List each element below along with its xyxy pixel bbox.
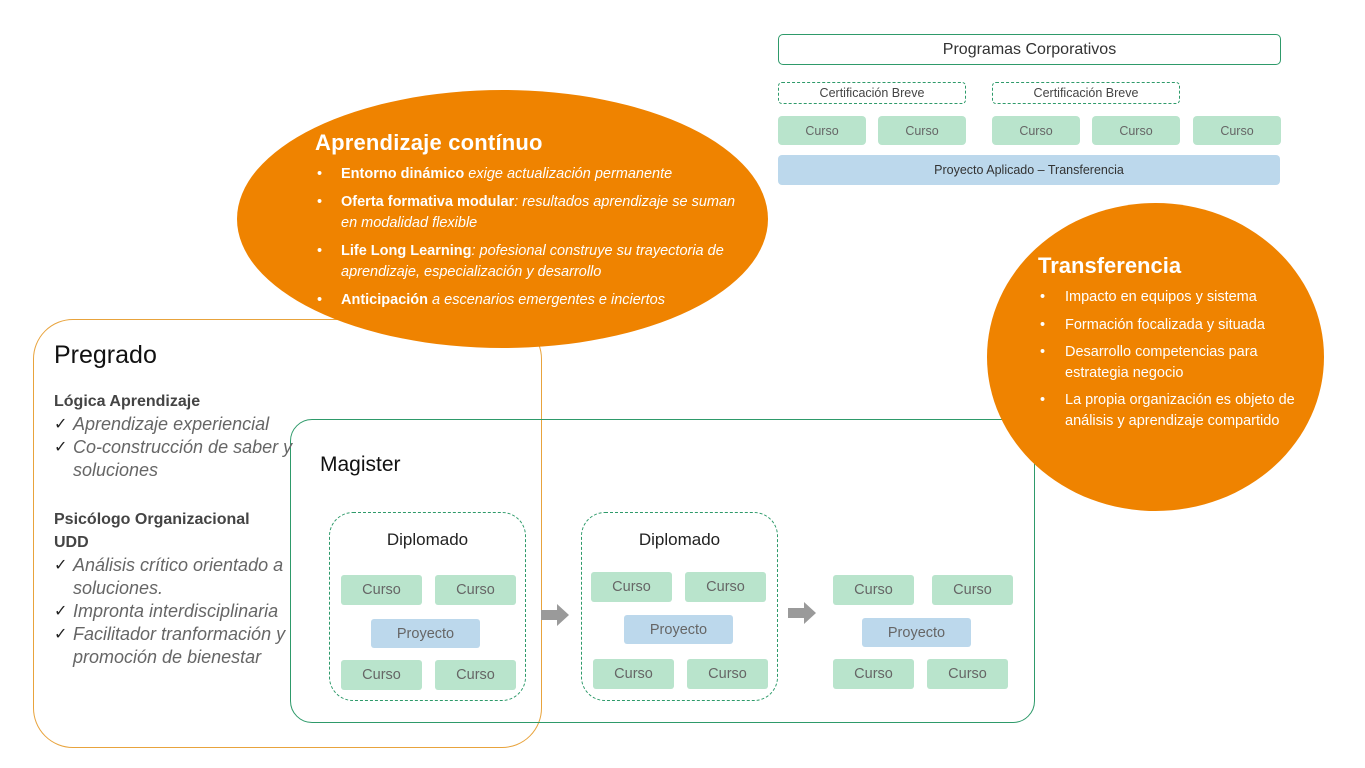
list-item: Anticipación a escenarios emergentes e i… xyxy=(315,290,755,311)
list-item: Formación focalizada y situada xyxy=(1038,315,1298,336)
project-d2: Proyecto xyxy=(624,615,733,644)
course-d2-4: Curso xyxy=(687,659,768,689)
list-item: Impacto en equipos y sistema xyxy=(1038,287,1298,308)
psychologist-list: Análisis crítico orientado a soluciones.… xyxy=(54,554,286,669)
corporate-course-5: Curso xyxy=(1193,116,1281,145)
list-item: Life Long Learning: pofesional construye… xyxy=(315,241,755,283)
pregrado-section-psychologist: Psicólogo Organizacional UDD Análisis cr… xyxy=(54,508,286,669)
diplomado-box-1 xyxy=(329,512,526,701)
diplomado-label-2: Diplomado xyxy=(638,530,721,549)
course-d1-2: Curso xyxy=(435,575,516,605)
corporate-course-4: Curso xyxy=(1092,116,1180,145)
list-item: Análisis crítico orientado a soluciones. xyxy=(54,554,286,600)
corporate-course-1: Curso xyxy=(778,116,866,145)
applied-project-bar: Proyecto Aplicado – Transferencia xyxy=(778,155,1280,185)
course-d1-3: Curso xyxy=(341,660,422,690)
learning-logic-list: Aprendizaje experiencial Co-construcción… xyxy=(54,413,294,482)
course-d1-1: Curso xyxy=(341,575,422,605)
list-item: Facilitador tranformación y promoción de… xyxy=(54,623,286,669)
arrow-right-icon xyxy=(788,602,816,624)
course-b3-4: Curso xyxy=(927,659,1008,689)
pregrado-section-learning: Lógica Aprendizaje Aprendizaje experienc… xyxy=(54,390,294,482)
transfer-title: Transferencia xyxy=(1038,253,1182,278)
course-b3-2: Curso xyxy=(932,575,1013,605)
magister-title: Magister xyxy=(320,453,401,476)
list-item: Oferta formativa modular: resultados apr… xyxy=(315,192,755,234)
continuous-learning-title: Aprendizaje contínuo xyxy=(315,130,543,155)
diplomado-label-1: Diplomado xyxy=(386,530,469,549)
corporate-programs-title: Programas Corporativos xyxy=(778,34,1281,65)
course-b3-3: Curso xyxy=(833,659,914,689)
pregrado-title: Pregrado xyxy=(54,341,157,369)
list-item: Impronta interdisciplinaria xyxy=(54,600,286,623)
list-item: Co-construcción de saber y soluciones xyxy=(54,436,294,482)
certification-brief-1: Certificación Breve xyxy=(778,82,966,104)
psychologist-heading: Psicólogo Organizacional UDD xyxy=(54,511,250,551)
list-item: La propia organización es objeto de anál… xyxy=(1038,390,1298,431)
course-d1-4: Curso xyxy=(435,660,516,690)
transfer-content: Transferencia Impacto en equipos y siste… xyxy=(1038,253,1298,438)
list-item: Aprendizaje experiencial xyxy=(54,413,294,436)
corporate-course-2: Curso xyxy=(878,116,966,145)
project-d1: Proyecto xyxy=(371,619,480,648)
continuous-learning-content: Aprendizaje contínuo Entorno dinámico ex… xyxy=(315,130,755,318)
learning-logic-heading: Lógica Aprendizaje xyxy=(54,393,201,410)
magister-container xyxy=(290,419,1035,723)
project-b3: Proyecto xyxy=(862,618,971,647)
certification-brief-2: Certificación Breve xyxy=(992,82,1180,104)
corporate-course-3: Curso xyxy=(992,116,1080,145)
continuous-learning-list: Entorno dinámico exige actualización per… xyxy=(315,164,755,311)
pregrado-container xyxy=(33,319,542,748)
course-d2-2: Curso xyxy=(685,572,766,602)
course-b3-1: Curso xyxy=(833,575,914,605)
arrow-right-icon xyxy=(541,604,569,626)
course-d2-1: Curso xyxy=(591,572,672,602)
list-item: Entorno dinámico exige actualización per… xyxy=(315,164,755,185)
diplomado-box-2 xyxy=(581,512,778,701)
list-item: Desarrollo competencias para estrategia … xyxy=(1038,342,1298,383)
course-d2-3: Curso xyxy=(593,659,674,689)
transfer-list: Impacto en equipos y sistema Formación f… xyxy=(1038,287,1298,431)
